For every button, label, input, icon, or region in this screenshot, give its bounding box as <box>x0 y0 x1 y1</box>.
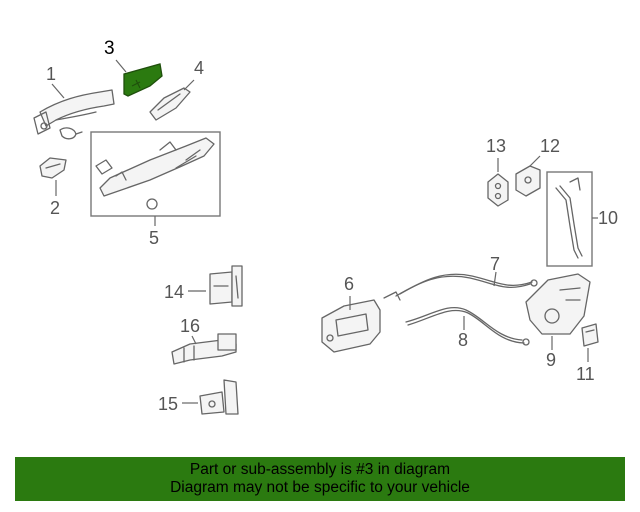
part-9-lock-actuator[interactable] <box>525 273 591 335</box>
part-3-handle-cover[interactable] <box>123 63 163 97</box>
banner-line-2: Diagram may not be specific to your vehi… <box>170 479 470 496</box>
callout-15: 15 <box>158 394 178 414</box>
part-6-inner-handle[interactable] <box>321 291 401 353</box>
callout-9: 9 <box>546 350 556 370</box>
info-banner: Part or sub-assembly is #3 in diagram Di… <box>15 457 625 501</box>
callout-7: 7 <box>490 254 500 274</box>
callout-8: 8 <box>458 330 468 350</box>
part-12-striker[interactable] <box>515 165 541 197</box>
leader-16 <box>191 335 197 345</box>
banner-line-1: Part or sub-assembly is #3 in diagram <box>189 461 451 478</box>
callout-12: 12 <box>540 136 560 156</box>
leader-1 <box>51 83 65 99</box>
callout-4: 4 <box>194 58 204 78</box>
callout-1: 1 <box>46 64 56 84</box>
leader-7 <box>493 271 497 287</box>
part-4-bezel[interactable] <box>149 87 191 121</box>
part-10-box <box>546 171 593 267</box>
callout-10: 10 <box>598 208 618 228</box>
leader-3 <box>115 59 127 73</box>
part-15-lower-hinge[interactable] <box>199 379 239 415</box>
part-10-lock-rod[interactable] <box>555 177 583 259</box>
callout-3: 3 <box>104 38 115 59</box>
part-11-clip[interactable] <box>581 323 599 347</box>
part-13-shim[interactable] <box>487 173 509 207</box>
part-8-cable[interactable] <box>405 306 530 346</box>
part-7-cable[interactable] <box>395 273 538 297</box>
callout-11: 11 <box>576 364 595 384</box>
leader-4 <box>183 79 195 91</box>
callout-16: 16 <box>180 316 200 336</box>
callout-2: 2 <box>50 198 60 218</box>
part-1-outer-handle[interactable] <box>33 89 115 140</box>
callout-13: 13 <box>486 136 506 156</box>
callout-6: 6 <box>344 274 354 294</box>
part-2-cap[interactable] <box>39 157 67 179</box>
part-16-door-check[interactable] <box>171 333 237 365</box>
callout-5: 5 <box>149 228 159 248</box>
part-14-upper-hinge[interactable] <box>209 265 243 307</box>
part-5-handle-frame[interactable] <box>95 137 215 210</box>
parts-diagram: 1 2 3 4 5 14 16 <box>33 38 618 415</box>
callout-14: 14 <box>164 282 184 302</box>
leader-12 <box>529 155 541 167</box>
